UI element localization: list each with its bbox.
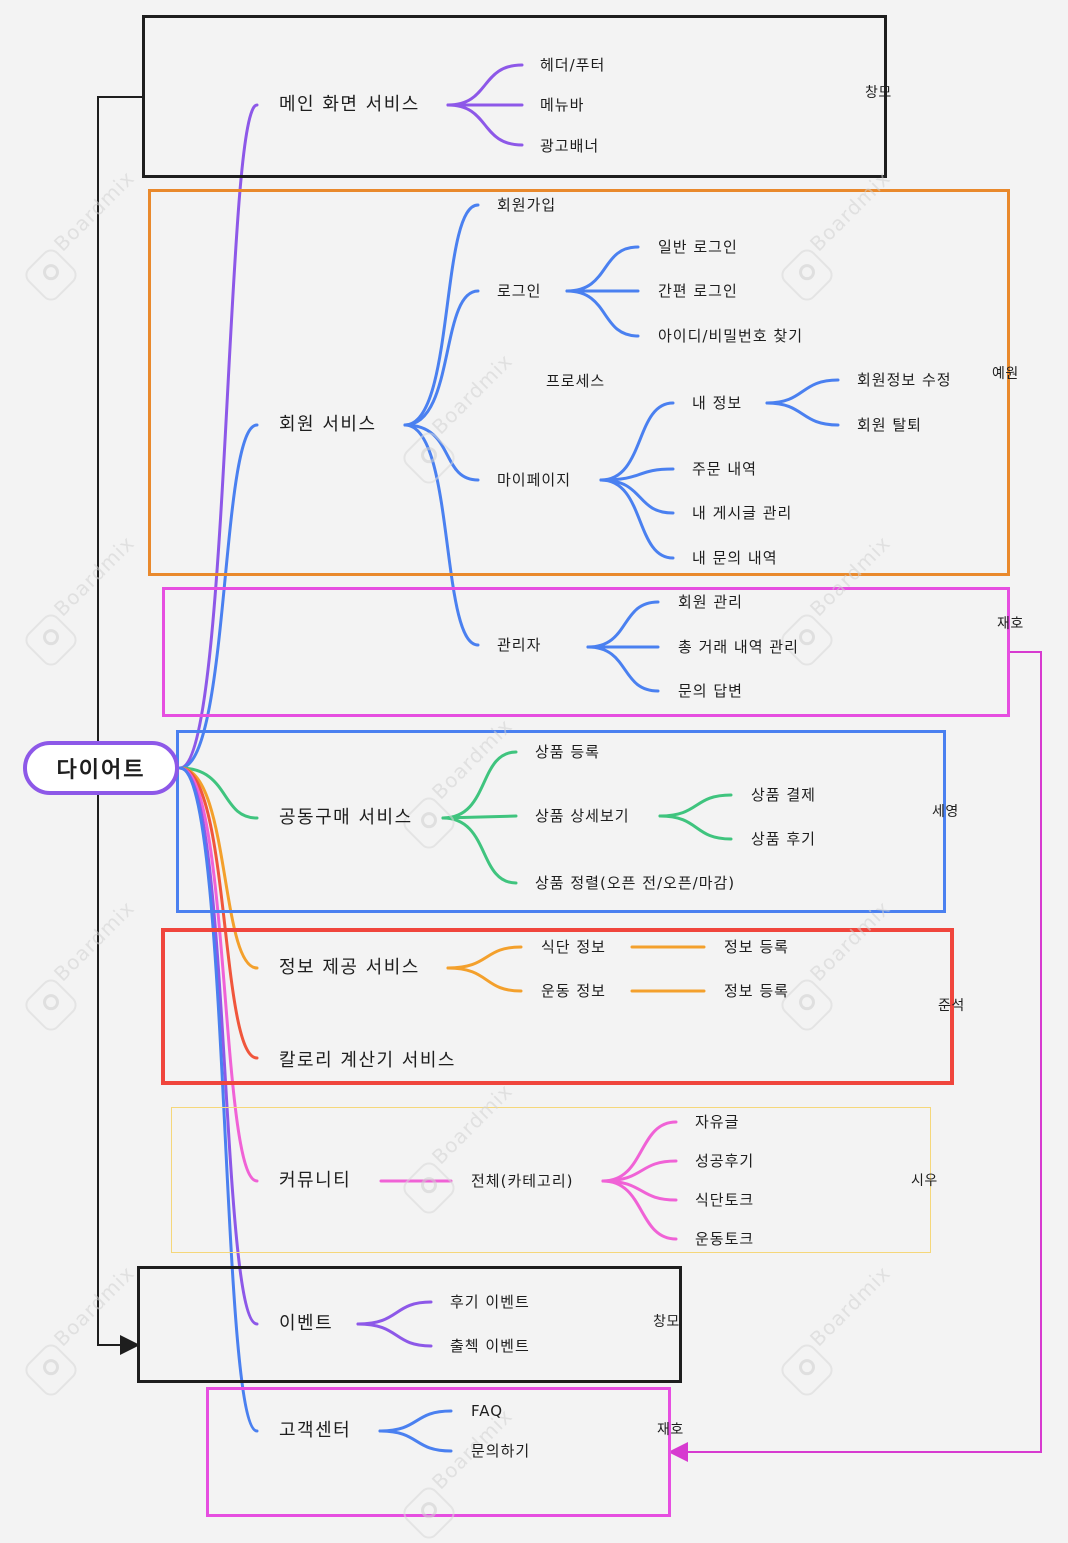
node-menubar[interactable]: 메뉴바 (540, 96, 585, 114)
node-faq[interactable]: FAQ (471, 1402, 504, 1420)
node-inquiry[interactable]: 문의하기 (471, 1442, 531, 1460)
node-diet-info[interactable]: 식단 정보 (541, 938, 606, 956)
node-order-history[interactable]: 주문 내역 (692, 460, 757, 478)
node-login[interactable]: 로그인 (497, 282, 542, 300)
assignee-support: 재호 (657, 1422, 684, 1438)
edge-root-info (178, 766, 259, 970)
node-event[interactable]: 이벤트 (279, 1313, 334, 1334)
node-diet-talk[interactable]: 식단토크 (695, 1191, 755, 1209)
group-box-main (142, 15, 887, 178)
node-product-detail[interactable]: 상품 상세보기 (535, 807, 630, 825)
group-box-groupbuy (176, 730, 946, 913)
assignee-member: 예원 (992, 366, 1019, 382)
node-diet-info-register[interactable]: 정보 등록 (724, 938, 789, 956)
assignee-admin: 재호 (997, 616, 1024, 632)
node-groupbuy-service[interactable]: 공동구매 서비스 (279, 807, 413, 828)
node-review-event[interactable]: 후기 이벤트 (450, 1293, 530, 1311)
node-free-post[interactable]: 자유글 (695, 1113, 740, 1131)
node-exercise-info-register[interactable]: 정보 등록 (724, 982, 789, 1000)
node-withdraw[interactable]: 회원 탈퇴 (857, 416, 922, 434)
group-box-member (148, 189, 1010, 576)
node-login-simple[interactable]: 간편 로그인 (658, 282, 738, 300)
edge-root-member (178, 423, 259, 770)
node-product-sort[interactable]: 상품 정렬(오픈 전/오픈/마감) (535, 874, 736, 892)
node-find-id-pw[interactable]: 아이디/비밀번호 찾기 (658, 327, 804, 345)
node-product-register[interactable]: 상품 등록 (535, 743, 600, 761)
node-main-service[interactable]: 메인 화면 서비스 (279, 94, 420, 115)
node-header-footer[interactable]: 헤더/푸터 (540, 56, 606, 74)
node-product-review[interactable]: 상품 후기 (751, 830, 816, 848)
node-my-inquiries[interactable]: 내 문의 내역 (692, 549, 778, 567)
node-support[interactable]: 고객센터 (279, 1420, 352, 1441)
node-member-service[interactable]: 회원 서비스 (279, 414, 377, 435)
root-node[interactable]: 다이어트 (23, 741, 179, 795)
group-box-community (171, 1107, 931, 1253)
node-calorie-service[interactable]: 칼로리 계산기 서비스 (279, 1050, 456, 1071)
node-info-service[interactable]: 정보 제공 서비스 (279, 957, 420, 978)
node-mypage[interactable]: 마이페이지 (497, 471, 572, 489)
node-transaction-manage[interactable]: 총 거래 내역 관리 (678, 638, 799, 656)
group-box-admin (162, 587, 1010, 717)
assignee-community: 시우 (911, 1173, 938, 1189)
assignee-event: 창모 (653, 1314, 680, 1330)
node-member-manage[interactable]: 회원 관리 (678, 593, 743, 611)
node-exercise-info[interactable]: 운동 정보 (541, 982, 606, 1000)
edge-root-support (178, 766, 259, 1433)
node-login-normal[interactable]: 일반 로그인 (658, 238, 738, 256)
edge-root-calorie (178, 766, 259, 1060)
arrow-admin-to-support (668, 651, 1042, 1462)
edge-root-community (178, 766, 259, 1183)
assignee-info: 준석 (938, 998, 965, 1014)
node-exercise-talk[interactable]: 운동토크 (695, 1230, 755, 1248)
node-attendance-event[interactable]: 출첵 이벤트 (450, 1337, 530, 1355)
group-box-support (206, 1387, 671, 1517)
assignee-groupbuy: 세영 (932, 804, 959, 820)
edge-root-groupbuy (178, 766, 259, 820)
node-edit-profile[interactable]: 회원정보 수정 (857, 371, 952, 389)
node-ad-banner[interactable]: 광고배너 (540, 137, 600, 155)
node-community-all[interactable]: 전체(카테고리) (471, 1172, 574, 1190)
arrow-main-to-event (97, 96, 143, 1355)
node-success-story[interactable]: 성공후기 (695, 1152, 755, 1170)
node-admin[interactable]: 관리자 (497, 636, 542, 654)
node-product-payment[interactable]: 상품 결제 (751, 786, 816, 804)
group-box-event (137, 1266, 682, 1383)
node-inquiry-answer[interactable]: 문의 답변 (678, 682, 743, 700)
node-community[interactable]: 커뮤니티 (279, 1170, 352, 1191)
assignee-main: 창모 (865, 85, 892, 101)
node-my-posts[interactable]: 내 게시글 관리 (692, 504, 793, 522)
group-box-info (161, 928, 954, 1085)
node-signup[interactable]: 회원가입 (497, 196, 557, 214)
node-process[interactable]: 프로세스 (546, 372, 606, 390)
node-my-info[interactable]: 내 정보 (692, 394, 743, 412)
